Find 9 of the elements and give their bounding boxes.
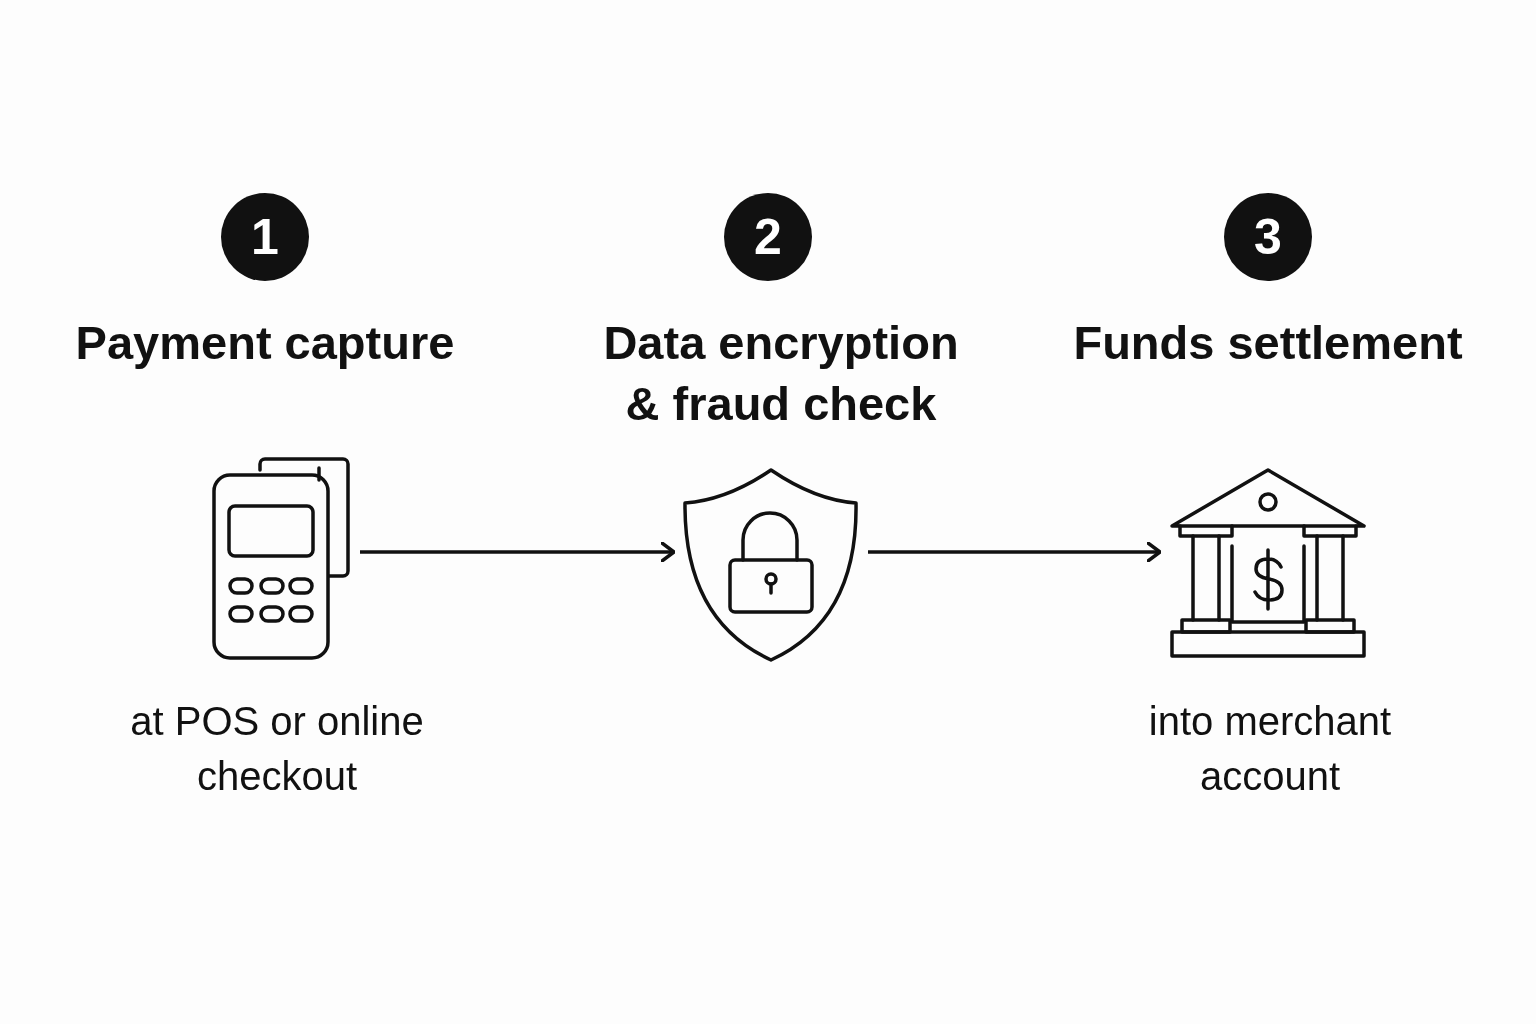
shield-lock-icon (682, 466, 860, 662)
payment-terminal-icon (210, 456, 352, 662)
arrow (868, 541, 1162, 563)
step-caption: at POS or online checkout (129, 698, 425, 800)
arrow (360, 541, 676, 563)
step-title: Funds settlement (1072, 315, 1464, 371)
step-title: Payment capture (74, 315, 456, 371)
step-caption: into merchant account (1147, 698, 1393, 800)
step-title: Data encryption & fraud check (602, 315, 960, 432)
